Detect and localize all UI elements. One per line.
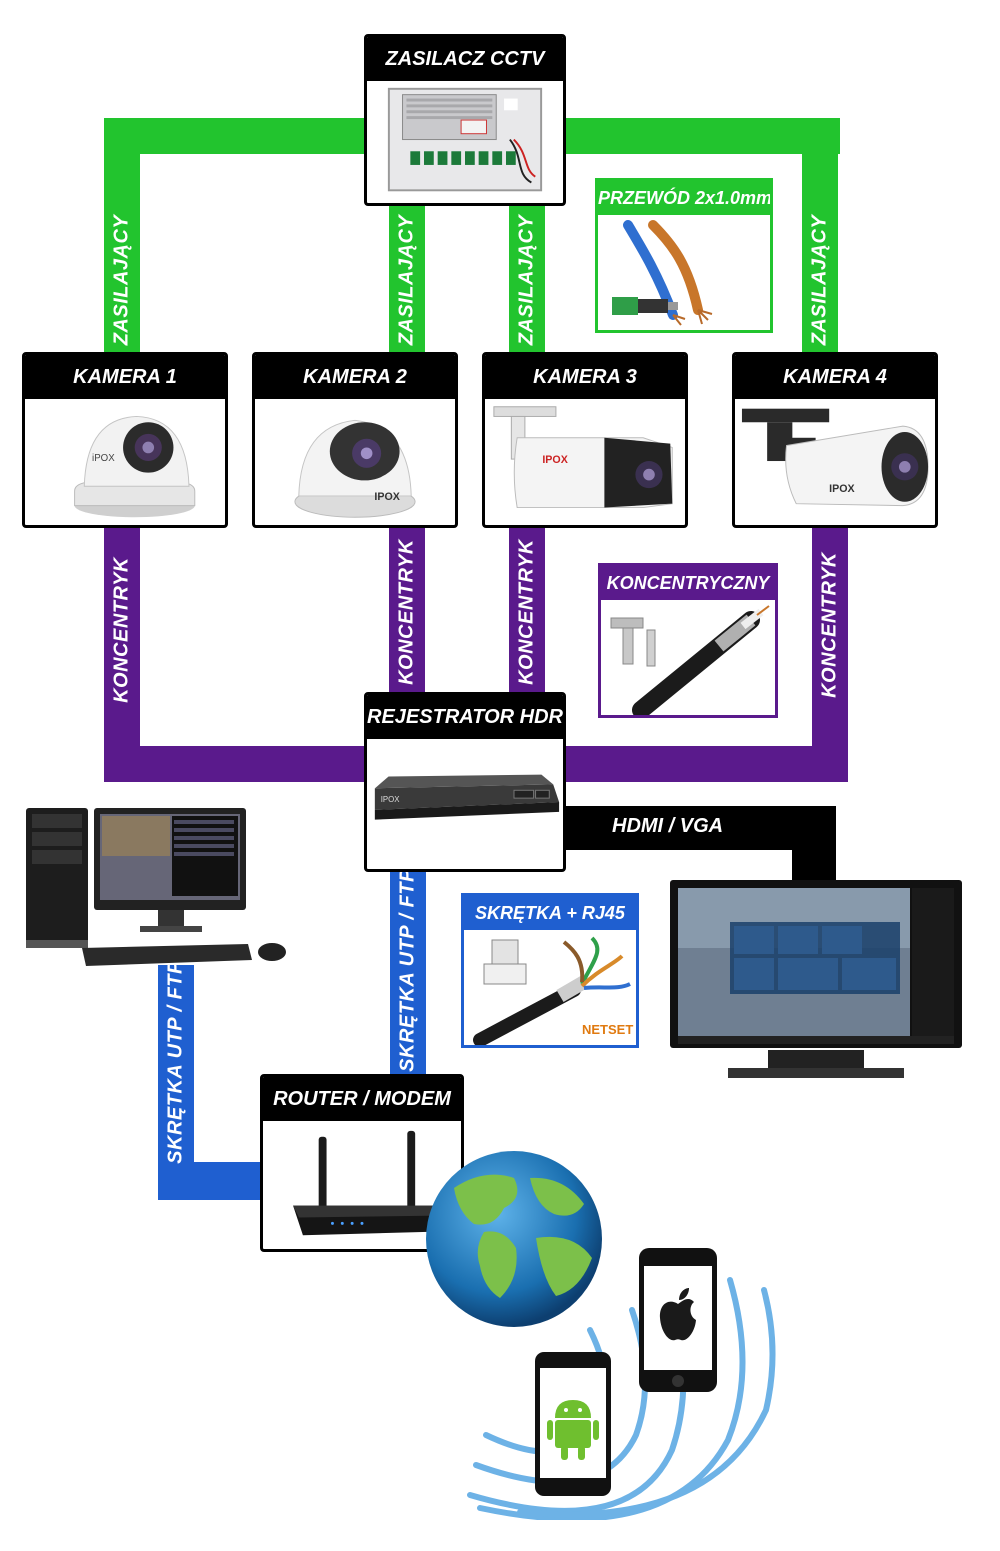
power-wire-cam4 [802, 118, 838, 358]
camera-title-1: KAMERA 1 [25, 355, 225, 399]
router-title: ROUTER / MODEM [263, 1077, 461, 1121]
globe-icon [426, 1151, 602, 1327]
dome-camera-icon: IPOX [294, 419, 416, 518]
dome-camera-icon: iPOX [74, 415, 196, 518]
coax-wire-cam3 [509, 520, 545, 700]
power-label-4: ZASILAJĄCY [808, 214, 831, 346]
bullet-camera-icon: IPOX [741, 408, 929, 507]
iphone-icon [639, 1248, 717, 1392]
coax-wire-bottom-right [562, 746, 848, 782]
coax-label-1: KONCENTRYK [110, 557, 133, 703]
coax-cable-icon [610, 605, 770, 715]
hdmi-wire-h [560, 806, 836, 850]
power-supply-box: ZASILACZ CCTV [364, 34, 566, 206]
utp-cable-icon: NETSET [473, 936, 633, 1045]
monitor-tv-icon [670, 880, 962, 1078]
utp-card: SKRĘTKA + RJ45 NETSET [461, 893, 639, 1048]
coax-wire-cam4 [812, 520, 848, 782]
power-wire-top-left [104, 118, 368, 154]
svg-text:IPOX: IPOX [374, 491, 400, 503]
coax-label-4: KONCENTRYK [818, 552, 841, 698]
svg-text:IPOX: IPOX [542, 454, 568, 466]
coax-card-title: KONCENTRYCZNY [601, 566, 775, 600]
coax-wire-bottom-left [104, 746, 368, 782]
recorder-title: REJESTRATOR HDR [367, 695, 563, 739]
power-cable-icon [612, 220, 713, 326]
wifi-waves-icon [467, 1277, 776, 1520]
utp-wire-pc-v [158, 965, 194, 1200]
camera-box-2: KAMERA 2 IPOX [252, 352, 458, 528]
svg-text:IPOX: IPOX [381, 795, 400, 804]
router-icon [293, 1130, 451, 1236]
svg-text:IPOX: IPOX [829, 483, 855, 495]
camera-box-3: KAMERA 3 IPOX [482, 352, 688, 528]
utp-wire-pc-h [158, 1162, 264, 1200]
dvr-icon: IPOX [374, 774, 560, 820]
android-phone-icon [535, 1352, 611, 1496]
power-label-2: ZASILAJĄCY [395, 214, 418, 346]
coax-label-3: KONCENTRYK [515, 539, 538, 685]
coax-wire-cam1 [104, 520, 140, 782]
camera-box-1: KAMERA 1 iPOX [22, 352, 228, 528]
camera-title-2: KAMERA 2 [255, 355, 455, 399]
hdmi-wire-v [792, 806, 836, 886]
power-wire-cam2 [389, 200, 425, 358]
camera-title-3: KAMERA 3 [485, 355, 685, 399]
coax-wire-cam2 [389, 520, 425, 700]
camera-title-4: KAMERA 4 [735, 355, 935, 399]
power-label-1: ZASILAJĄCY [110, 214, 133, 346]
android-icon [547, 1400, 599, 1460]
power-wire-top-right [564, 118, 840, 154]
coax-card: KONCENTRYCZNY [598, 563, 778, 718]
apple-icon [659, 1288, 696, 1341]
power-label-3: ZASILAJĄCY [515, 214, 538, 346]
svg-text:iPOX: iPOX [92, 453, 115, 464]
power-wire-cam3 [509, 200, 545, 358]
desktop-computer-icon [26, 808, 286, 966]
utp-label-recorder: SKRĘTKA UTP / FTP [396, 868, 419, 1072]
power-supply-icon [387, 87, 543, 192]
power-supply-title: ZASILACZ CCTV [367, 37, 563, 81]
utp-card-title: SKRĘTKA + RJ45 [464, 896, 636, 930]
power-wire-card: PRZEWÓD 2x1.0mm [595, 178, 773, 333]
hdmi-label: HDMI / VGA [612, 815, 724, 837]
camera-box-4: KAMERA 4 IPOX [732, 352, 938, 528]
power-wire-cam1 [104, 118, 140, 358]
utp-brand: NETSET [582, 1022, 633, 1037]
coax-label-2: KONCENTRYK [395, 539, 418, 685]
power-wire-card-title: PRZEWÓD 2x1.0mm [598, 181, 770, 215]
recorder-box: REJESTRATOR HDR IPOX [364, 692, 566, 872]
utp-label-pc: SKRĘTKA UTP / FTP [164, 960, 187, 1164]
utp-wire-recorder-router [390, 870, 426, 1078]
bullet-camera-icon: IPOX [493, 406, 673, 509]
